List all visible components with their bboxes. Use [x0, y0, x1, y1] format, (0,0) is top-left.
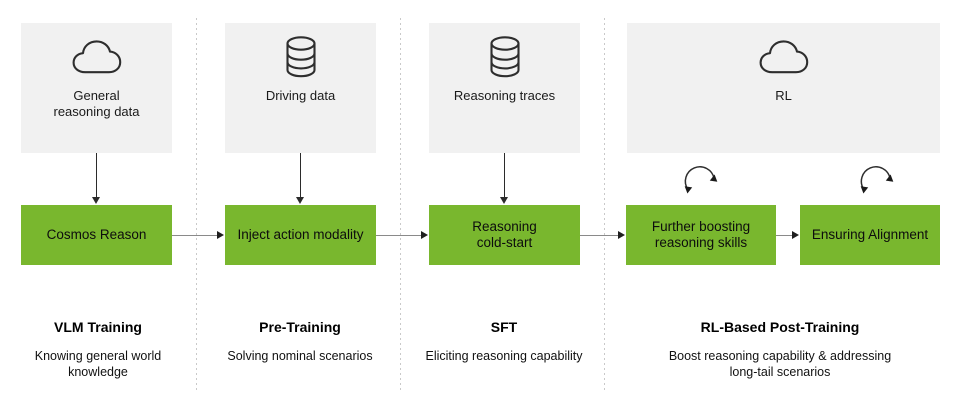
stage-subtitle: Eliciting reasoning capability — [425, 349, 583, 363]
feed-arrow-line-3 — [504, 153, 506, 198]
process-box-further-boosting-reasoning-skills[interactable]: Further boosting reasoning skills — [626, 205, 776, 265]
data-panel-label: RL — [775, 88, 792, 103]
feed-arrow-head-3 — [499, 197, 508, 204]
flow-arrow-head-2 — [421, 230, 428, 239]
stage-subtitle: Boost reasoning capability & addressing … — [668, 349, 892, 379]
process-box-label: Inject action modality — [237, 227, 364, 242]
stage-title: Pre-Training — [259, 319, 341, 335]
stage-caption-sft: SFT Eliciting reasoning capability — [412, 318, 596, 364]
process-box-ensuring-alignment[interactable]: Ensuring Alignment — [800, 205, 940, 265]
data-panel-label: Driving data — [265, 88, 336, 103]
refresh-loop-icon — [854, 161, 900, 212]
stage-title: SFT — [490, 319, 518, 335]
feed-arrow-line-2 — [300, 153, 302, 198]
stage-subtitle: Knowing general world knowledge — [34, 349, 162, 379]
data-panel-reasoning-traces: Reasoning traces — [429, 23, 580, 153]
database-icon — [485, 35, 525, 79]
flow-arrow-line-3 — [580, 234, 619, 237]
stage-divider-1 — [196, 18, 197, 393]
data-panel-label: Reasoning traces — [453, 88, 556, 103]
process-box-label: Further boosting reasoning skills — [651, 219, 751, 250]
process-box-reasoning-cold-start[interactable]: Reasoning cold-start — [429, 205, 580, 265]
stage-subtitle: Solving nominal scenarios — [227, 349, 373, 363]
flow-arrow-head-3 — [618, 230, 625, 239]
flow-arrow-line-1 — [172, 234, 218, 237]
stage-caption-vlm-training: VLM Training Knowing general world knowl… — [10, 318, 186, 380]
cloud-icon — [72, 35, 122, 79]
feed-arrow-line-1 — [96, 153, 98, 198]
process-box-inject-action-modality[interactable]: Inject action modality — [225, 205, 376, 265]
process-box-label: Ensuring Alignment — [811, 227, 929, 242]
flow-arrow-line-4 — [776, 234, 793, 237]
refresh-loop-icon — [678, 161, 724, 212]
stage-divider-2 — [400, 18, 401, 393]
database-icon — [281, 35, 321, 79]
process-box-label: Reasoning cold-start — [472, 219, 537, 250]
process-box-cosmos-reason[interactable]: Cosmos Reason — [21, 205, 172, 265]
process-box-label: Cosmos Reason — [46, 227, 147, 242]
flow-arrow-line-2 — [376, 234, 422, 237]
data-panel-rl: RL — [627, 23, 940, 153]
stage-title: RL-Based Post-Training — [700, 319, 860, 335]
stage-caption-rl-based-post-training: RL-Based Post-Training Boost reasoning c… — [612, 318, 948, 380]
stage-divider-3 — [604, 18, 605, 393]
flow-arrow-head-4 — [792, 230, 799, 239]
feed-arrow-head-1 — [91, 197, 100, 204]
feed-arrow-head-2 — [295, 197, 304, 204]
stage-caption-pre-training: Pre-Training Solving nominal scenarios — [212, 318, 388, 364]
cloud-icon — [759, 35, 809, 79]
data-panel-driving-data: Driving data — [225, 23, 376, 153]
data-panel-general-reasoning-data: General reasoning data — [21, 23, 172, 153]
data-panel-label: General reasoning data — [53, 88, 140, 119]
flow-arrow-head-1 — [217, 230, 224, 239]
stage-title: VLM Training — [54, 319, 142, 335]
